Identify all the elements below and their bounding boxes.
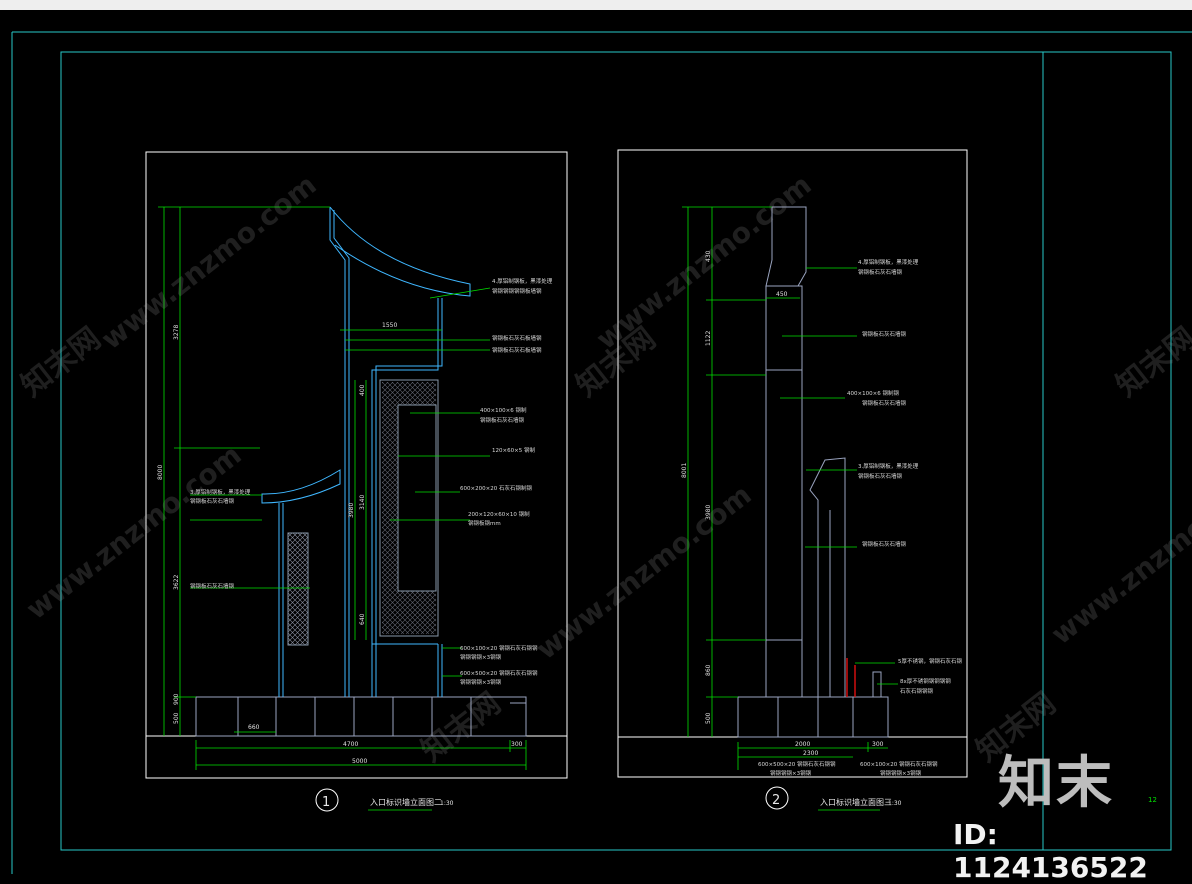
left-note-4: 钢钢板石灰石板墙钢: [492, 346, 542, 354]
dim-3140: 3140: [359, 495, 366, 510]
dim-860: 860: [705, 664, 712, 676]
left-sheet-border: [145, 151, 568, 779]
left-drawing-number: 1: [322, 795, 330, 810]
dim-1122: 1122: [705, 331, 712, 346]
left-note-5: 400×100×6 钢制: [480, 406, 527, 414]
right-bollard: [872, 671, 882, 698]
left-side-sign-panel: [287, 532, 309, 646]
dim-4700: 4700: [343, 741, 358, 748]
right-drawing-number: 2: [772, 793, 780, 808]
dim-640: 640: [359, 613, 366, 625]
dim-2000: 2000: [795, 741, 810, 748]
right-note-2: 钢钢板石灰石墙钢: [858, 268, 903, 276]
dim-300: 300: [511, 741, 523, 748]
left-note-1: 4.厚铝制钢板，黑漆处理: [492, 277, 553, 285]
left-annotations: 4.厚铝制钢板，黑漆处理 钢钢钢钢钢钢板墙钢 钢钢板石灰石板墙钢 钢钢板石灰石板…: [190, 277, 553, 686]
left-wall-outline: [329, 206, 471, 697]
dim-1550: 1550: [382, 322, 397, 329]
right-dimension-texts: 430 1122 8001 3980 860 500 450 2000 300 …: [681, 250, 884, 757]
dim-5000: 5000: [352, 758, 367, 765]
dim-3980: 3980: [348, 503, 355, 518]
right-note-10: 8x厚不锈钢钢钢钢钢: [900, 677, 951, 685]
left-note-6: 钢钢板石灰石墙钢: [480, 416, 525, 424]
left-note-11: 3.厚铝制钢板，黑漆处理: [190, 488, 251, 496]
right-elevation-sheet: 430 1122 8001 3980 860 500 450 2000 300 …: [617, 149, 968, 811]
left-drawing-number-circle: [315, 788, 339, 812]
left-dimension-lines: [158, 206, 527, 770]
right-accent-posts: [846, 658, 856, 697]
left-side-sign: [261, 469, 341, 697]
right-note-6: 3.厚铝制钢板，黑漆处理: [858, 462, 919, 470]
dim-500: 500: [173, 712, 180, 724]
right-sheet-border: [617, 149, 968, 778]
left-note-17: 钢钢钢钢×3钢钢: [460, 678, 502, 686]
right-note-14: 600×100×20 钢钢石灰石钢钢: [860, 760, 938, 768]
right-note-7: 钢钢板石灰石墙钢: [858, 472, 903, 480]
dim-8001: 8001: [681, 463, 688, 478]
brand-logo-text: 知末: [998, 751, 1114, 816]
left-note-10: 钢钢板钢mm: [468, 519, 501, 527]
left-note-8: 600×200×20 石灰石钢制钢: [460, 484, 532, 492]
right-base-plinth: [737, 696, 889, 738]
dim-2300: 2300: [803, 750, 818, 757]
asset-id-label: ID: 1124136522: [953, 818, 1148, 884]
sheet-mark: 12: [1148, 796, 1157, 804]
drawing-frame: [11, 31, 1192, 874]
left-hatched-panel: [379, 379, 439, 637]
right-drawing-number-circle: [765, 786, 789, 810]
dim-3622: 3622: [173, 575, 180, 590]
left-note-3: 钢钢板石灰石板墙钢: [492, 334, 542, 342]
right-dimension-lines: [682, 206, 898, 770]
dim-900: 900: [173, 693, 180, 705]
right-drawing-title: 入口标识墙立面图三: [820, 797, 892, 807]
left-note-15: 钢钢钢钢×3钢钢: [460, 653, 502, 661]
dim-660: 660: [248, 724, 260, 731]
right-note-4: 400×100×6 钢制钢: [847, 389, 899, 397]
left-note-2: 钢钢钢钢钢钢板墙钢: [492, 287, 542, 295]
right-note-12: 600×500×20 钢钢石灰石钢钢: [758, 760, 836, 768]
left-note-7: 120×60×5 钢制: [492, 446, 535, 454]
right-note-15: 钢钢钢钢×3钢钢: [880, 769, 922, 777]
dim-3278: 3278: [173, 325, 180, 340]
left-note-16: 600×500×20 钢钢石灰石钢钢: [460, 669, 538, 677]
dim-430: 430: [705, 250, 712, 262]
dim-300-r: 300: [872, 741, 884, 748]
dim-400: 400: [359, 384, 366, 396]
left-note-9: 200×120×60×10 钢制: [468, 510, 530, 518]
left-drawing-scale: 1:30: [440, 800, 454, 807]
cad-drawing: 3278 3622 8000 400 3980 3140 640 900 500…: [11, 31, 1192, 874]
left-inner-window: [397, 404, 437, 592]
left-dimension-texts: 3278 3622 8000 400 3980 3140 640 900 500…: [157, 322, 523, 765]
right-annotations: 4.厚铝制钢板，黑漆处理 钢钢板石灰石墙钢 钢钢板石灰石墙钢 400×100×6…: [758, 258, 963, 777]
right-note-9: 5厚不锈钢，钢钢石灰石钢: [898, 657, 963, 665]
dim-8000: 8000: [157, 465, 164, 480]
left-note-14: 600×100×20 钢钢石灰石钢钢: [460, 644, 538, 652]
right-note-1: 4.厚铝制钢板，黑漆处理: [858, 258, 919, 266]
right-note-8: 钢钢板石灰石墙钢: [862, 540, 907, 548]
left-drawing-title: 入口标识墙立面图二: [370, 797, 442, 807]
right-note-5: 钢钢板石灰石墙钢: [862, 399, 907, 407]
right-note-3: 钢钢板石灰石墙钢: [862, 330, 907, 338]
dim-450: 450: [776, 291, 788, 298]
left-note-12: 钢钢板石灰石墙钢: [190, 497, 235, 505]
dim-3980-r: 3980: [705, 505, 712, 520]
right-note-13: 钢钢钢钢×3钢钢: [770, 769, 812, 777]
dim-500-r: 500: [705, 712, 712, 724]
title-bar-strip: [0, 0, 1192, 10]
left-base-plinth: [195, 696, 527, 737]
right-note-11: 石灰石钢钢钢: [900, 687, 934, 695]
left-elevation-sheet: 3278 3622 8000 400 3980 3140 640 900 500…: [145, 151, 568, 812]
right-drawing-scale: 1:30: [888, 800, 902, 807]
right-wall-outline: [765, 206, 846, 698]
left-note-13: 钢钢板石灰石墙钢: [190, 582, 235, 590]
